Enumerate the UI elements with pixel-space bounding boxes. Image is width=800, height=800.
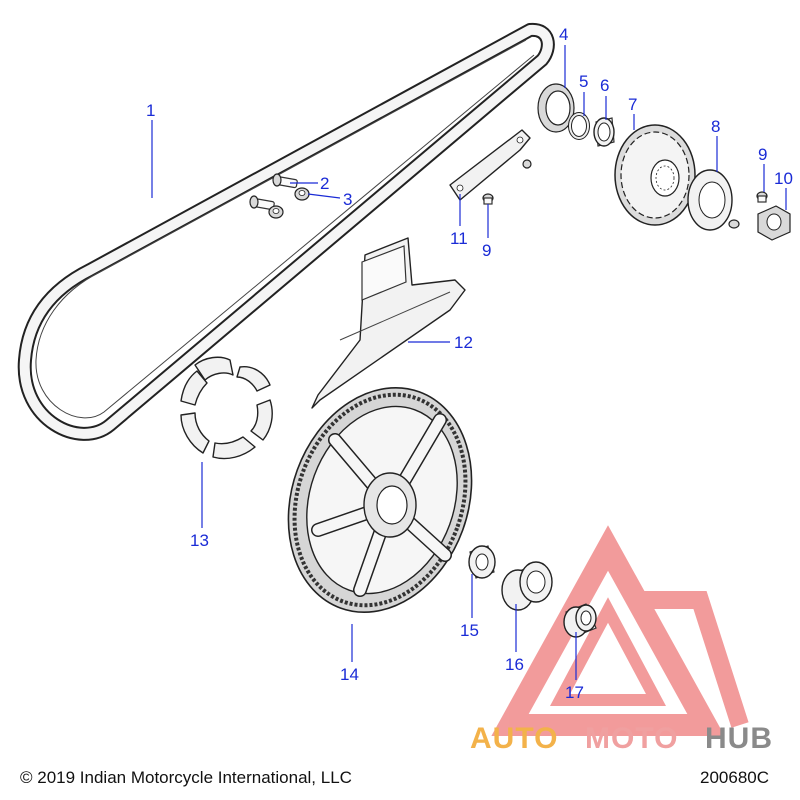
part-screw-9a (756, 191, 768, 203)
callout-16: 16 (505, 655, 524, 674)
callout-1: 1 (146, 101, 155, 120)
leader-3 (307, 193, 341, 199)
part-screw-9b (482, 193, 494, 205)
callout-6: 6 (600, 76, 609, 95)
callout-2: 2 (320, 174, 329, 193)
part-nut-10 (757, 205, 791, 241)
callout-9a: 9 (758, 145, 767, 164)
callout-10: 10 (774, 169, 793, 188)
callout-3: 3 (343, 190, 352, 209)
callout-5: 5 (579, 72, 588, 91)
automotohub-wordmark: AUTO MOTO HUB (470, 722, 773, 755)
wordmark-auto: AUTO (470, 722, 558, 755)
callout-8: 8 (711, 117, 720, 136)
copyright-notice: © 2019 Indian Motorcycle International, … (20, 768, 352, 787)
part-rear-pulley-14 (287, 387, 473, 613)
callout-4: 4 (559, 25, 568, 44)
part-bolt-2 (272, 173, 298, 189)
part-nut-3b (268, 205, 284, 219)
part-front-pulley-7 (614, 124, 696, 226)
callout-9b: 9 (482, 241, 491, 260)
part-drive-belt (17, 22, 555, 441)
part-nut-3 (294, 187, 310, 201)
callout-7: 7 (628, 95, 637, 114)
part-spacer-6 (593, 117, 615, 147)
leader-lines (151, 45, 787, 680)
callout-11: 11 (450, 229, 468, 248)
wordmark-hub: HUB (705, 722, 773, 755)
callout-12: 12 (454, 333, 473, 352)
logo-m-stroke (640, 591, 749, 728)
part-screw-9c (728, 219, 740, 229)
callout-13: 13 (190, 531, 209, 550)
callout-labels: 1 2 3 4 5 6 7 8 9 10 11 9 12 13 14 15 16… (146, 25, 793, 702)
part-cush-dampers-13 (180, 356, 273, 460)
part-seal-4 (537, 83, 575, 133)
callout-15: 15 (460, 621, 479, 640)
part-screw-upper (522, 159, 532, 169)
automotohub-logo (491, 525, 749, 736)
part-oring-5 (568, 112, 590, 140)
wordmark-moto: MOTO (585, 722, 678, 755)
part-lock-plate-8 (687, 169, 733, 231)
callout-17: 17 (565, 683, 584, 702)
logo-triangle-outer (491, 525, 725, 736)
logo-triangle-inner (550, 597, 666, 706)
part-bearing-16 (501, 561, 553, 611)
part-belt-guard-12 (311, 237, 466, 409)
part-spacer-17 (563, 603, 597, 638)
part-spacer-15 (468, 545, 496, 579)
part-bracket-11 (449, 129, 532, 201)
diagram-code: 200680C (700, 768, 769, 787)
callout-14: 14 (340, 665, 359, 684)
